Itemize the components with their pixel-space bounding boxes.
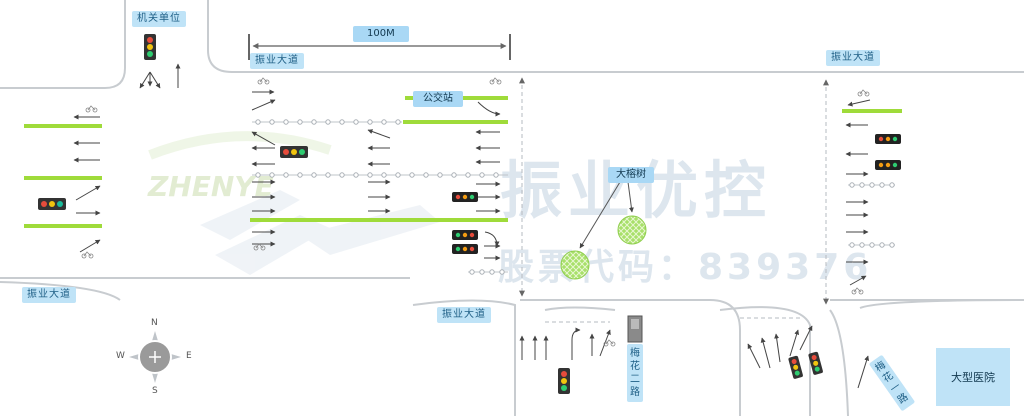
distance-marker	[248, 34, 511, 60]
crosswalk-dot	[311, 172, 317, 178]
label-zhenye-left: 振业大道	[22, 287, 76, 303]
crosswalk-dot	[381, 119, 387, 125]
compass-s: S	[152, 386, 158, 396]
signal-cabinet	[627, 315, 643, 343]
crosswalk-dot	[339, 172, 345, 178]
label-meihua: 梅花二路	[627, 344, 643, 402]
crosswalk-dot	[339, 119, 345, 125]
crosswalk-dot	[489, 269, 495, 275]
traffic-light-right-2	[875, 160, 901, 170]
crosswalk-dot	[423, 172, 429, 178]
compass-rose	[129, 331, 181, 383]
crosswalk-dot	[283, 172, 289, 178]
crosswalk-dot	[297, 119, 303, 125]
crosswalk-dot	[879, 242, 885, 248]
watermark-brand: 振业优控	[500, 154, 773, 227]
crosswalk-dot	[353, 119, 359, 125]
label-hospital: 大型医院	[936, 348, 1010, 406]
traffic-light-main	[280, 146, 308, 158]
green-bars	[24, 96, 902, 228]
crosswalk-dot	[255, 172, 261, 178]
crosswalk-dot	[479, 269, 485, 275]
crosswalk-dot	[297, 172, 303, 178]
crosswalk-dot	[465, 172, 471, 178]
lane-arrows	[73, 63, 871, 389]
crosswalk-dot	[367, 172, 373, 178]
traffic-lights	[38, 34, 901, 394]
label-zhenye-bottom: 振业大道	[437, 307, 491, 323]
label-tree: 大榕树	[608, 167, 654, 183]
crosswalk-dot	[889, 182, 895, 188]
crosswalk-dot	[869, 242, 875, 248]
crosswalk-dot	[409, 172, 415, 178]
crosswalk-dot	[859, 242, 865, 248]
traffic-light-br-2	[808, 351, 823, 375]
crosswalk-dot	[325, 172, 331, 178]
crosswalk-dot	[469, 269, 475, 275]
bike-icons	[81, 77, 870, 347]
crosswalk-dot	[869, 182, 875, 188]
crosswalk-dot	[889, 242, 895, 248]
crosswalk-dot	[269, 119, 275, 125]
crosswalk-dot	[367, 119, 373, 125]
watermark-code: 股票代码：839376	[498, 247, 873, 288]
compass-e: E	[186, 351, 192, 361]
crosswalk-dot	[255, 119, 261, 125]
crosswalk-dot	[499, 269, 505, 275]
crosswalk-dot	[879, 182, 885, 188]
tree-circles	[560, 181, 647, 280]
traffic-light-arrows-3	[452, 244, 478, 254]
crosswalk-dots	[252, 121, 895, 273]
traffic-light-br-1	[788, 355, 803, 379]
traffic-light-arrows-1	[452, 192, 478, 202]
crosswalk-dot	[451, 172, 457, 178]
compass-n: N	[151, 318, 158, 328]
label-zhenye-top-right: 振业大道	[826, 50, 880, 66]
crosswalk-dot	[283, 119, 289, 125]
label-zhenye-top-left: 振业大道	[250, 53, 304, 69]
traffic-light-left	[38, 198, 66, 210]
crosswalk-dot	[849, 242, 855, 248]
traffic-light-arrows-2	[452, 230, 478, 240]
crosswalk-dot	[493, 172, 499, 178]
crosswalk-dot	[479, 172, 485, 178]
crosswalk-dot	[437, 172, 443, 178]
traffic-light-bottom	[558, 368, 570, 394]
crosswalk-dot	[269, 172, 275, 178]
label-bus-stop: 公交站	[413, 91, 463, 107]
crosswalk-dot	[311, 119, 317, 125]
crosswalk-dot	[381, 172, 387, 178]
label-jiguan: 机关单位	[132, 11, 186, 27]
crosswalk-dot	[395, 119, 401, 125]
crosswalk-dot	[353, 172, 359, 178]
dashed-lines	[519, 77, 829, 323]
label-distance: 100M	[353, 26, 409, 42]
crosswalk-dot	[859, 182, 865, 188]
traffic-light-right-1	[875, 134, 901, 144]
crosswalk-dot	[849, 182, 855, 188]
compass-w: W	[116, 351, 125, 361]
traffic-light-jiguan	[144, 34, 156, 60]
crosswalk-dot	[325, 119, 331, 125]
crosswalk-dot	[395, 172, 401, 178]
